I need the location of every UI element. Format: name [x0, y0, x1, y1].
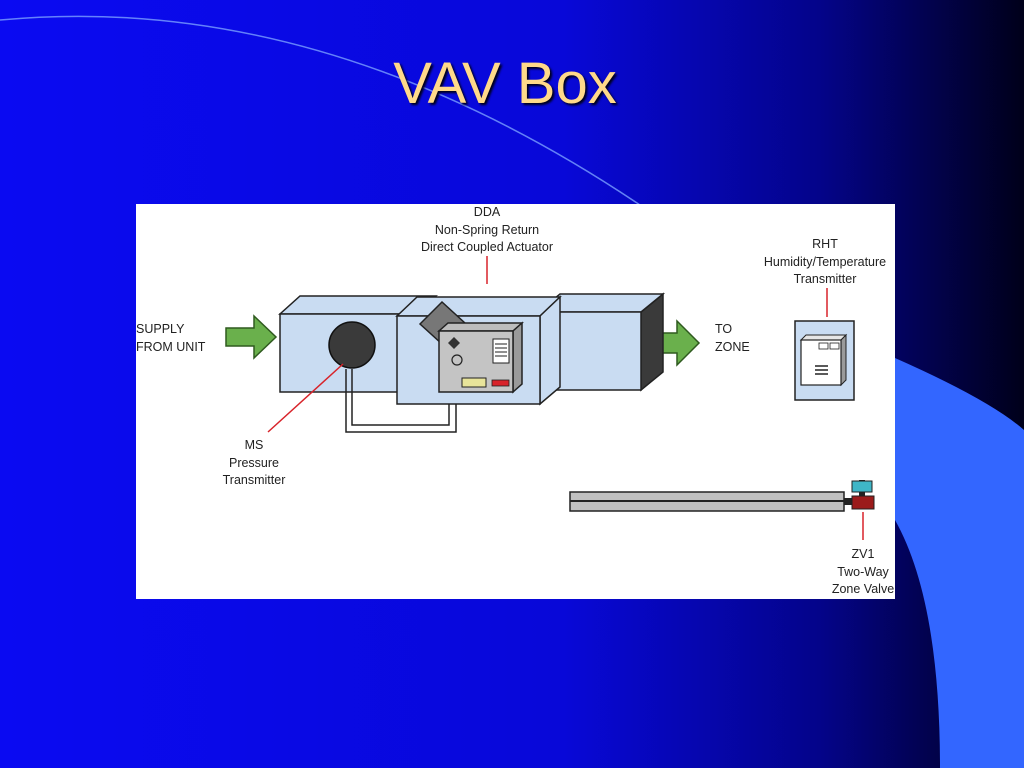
pressure-tubing	[345, 369, 457, 433]
dda-label: DDA Non-Spring Return Direct Coupled Act…	[420, 205, 553, 254]
dda-actuator	[418, 300, 524, 394]
zone-valve-actuator	[851, 480, 873, 493]
supply-label: SUPPLY FROM UNIT	[136, 322, 206, 354]
zv1-label: ZV1 Two-Way Zone Valve	[831, 547, 895, 596]
zone-valve-pipe	[569, 480, 875, 512]
rht-device	[794, 320, 855, 401]
rht-label: RHT Humidity/Temperature Transmitter	[763, 237, 887, 286]
zone-valve-body	[851, 495, 875, 510]
ms-callout-line	[267, 363, 344, 433]
ms-label: MS Pressure Transmitter	[222, 438, 286, 487]
damper-disc	[328, 321, 376, 369]
vav-diagram: SUPPLY FROM UNIT TO ZONE DDA Non-Spring …	[136, 204, 895, 599]
slide-title: VAV Box	[393, 51, 617, 116]
to-zone-label: TO ZONE	[715, 322, 750, 354]
swoosh-line	[0, 15, 641, 206]
supply-arrow-icon	[225, 314, 278, 360]
swoosh-shape	[895, 358, 1024, 768]
